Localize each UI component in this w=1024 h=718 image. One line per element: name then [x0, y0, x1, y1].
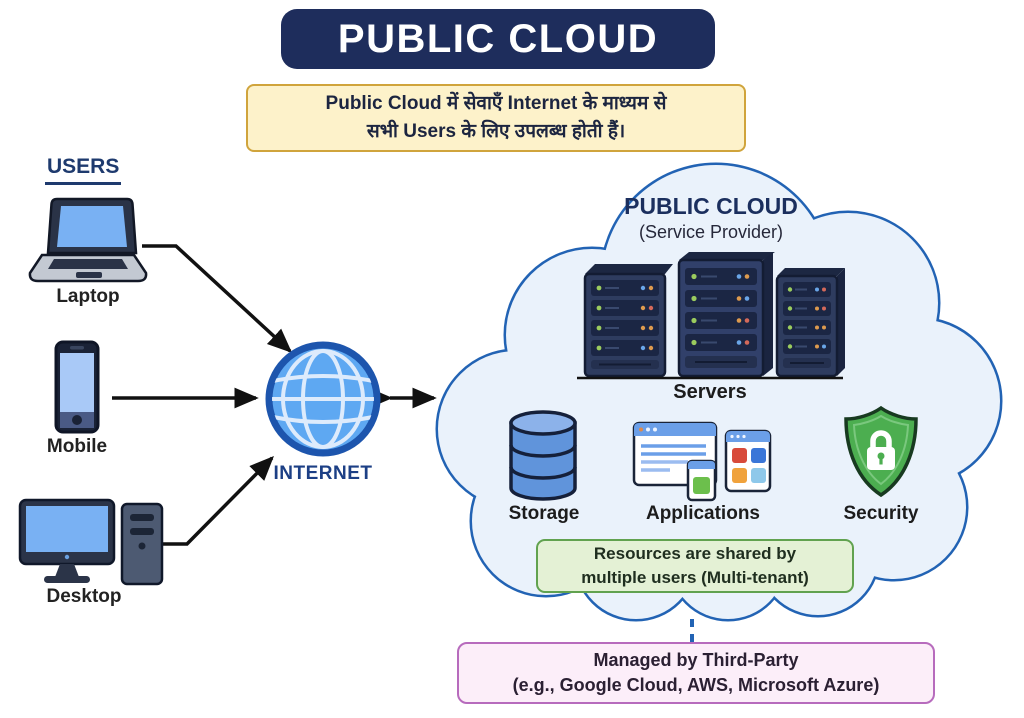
desktop-label: Desktop: [46, 586, 122, 607]
database-cylinder-icon: [509, 410, 577, 501]
globe-icon: [265, 341, 381, 457]
managed-line-1: Managed by Third-Party: [593, 649, 799, 670]
page-title: PUBLIC CLOUD: [281, 9, 715, 69]
server-rack-icon: [577, 252, 845, 380]
arrow-laptop-to-internet: [142, 244, 293, 353]
description-line-2: सभी Users के लिए उपलब्ध होती हैं।: [366, 121, 626, 142]
description-box: Public Cloud में सेवाएँ Internet के माध्…: [246, 84, 746, 152]
note-line-2: multiple users (Multi-tenant): [581, 568, 809, 587]
applications-label: Applications: [645, 503, 760, 524]
cloud-to-managed-connector: [690, 619, 694, 642]
managed-line-2: (e.g., Google Cloud, AWS, Microsoft Azur…: [512, 675, 880, 695]
note-line-1: Resources are shared by: [593, 544, 797, 564]
desktop-computer-icon: [18, 498, 164, 586]
users-heading: USERS: [45, 155, 122, 185]
cloud-title: PUBLIC CLOUD: [624, 193, 798, 219]
cloud-subtitle: (Service Provider): [638, 222, 784, 242]
security-label: Security: [843, 503, 919, 524]
mobile-label: Mobile: [46, 436, 108, 457]
shield-lock-icon: [844, 405, 918, 498]
managed-by-box: Managed by Third-Party (e.g., Google Clo…: [457, 642, 935, 704]
laptop-icon: [28, 197, 148, 283]
laptop-label: Laptop: [56, 286, 120, 307]
description-line-1: Public Cloud में सेवाएँ Internet के माध्…: [325, 92, 667, 114]
internet-label: INTERNET: [273, 463, 373, 484]
arrow-desktop-to-internet: [163, 456, 274, 546]
smartphone-icon: [54, 340, 100, 434]
servers-label: Servers: [673, 381, 747, 403]
storage-label: Storage: [508, 503, 580, 524]
app-windows-icon: [632, 421, 772, 502]
multi-tenant-note: Resources are shared by multiple users (…: [536, 539, 854, 593]
